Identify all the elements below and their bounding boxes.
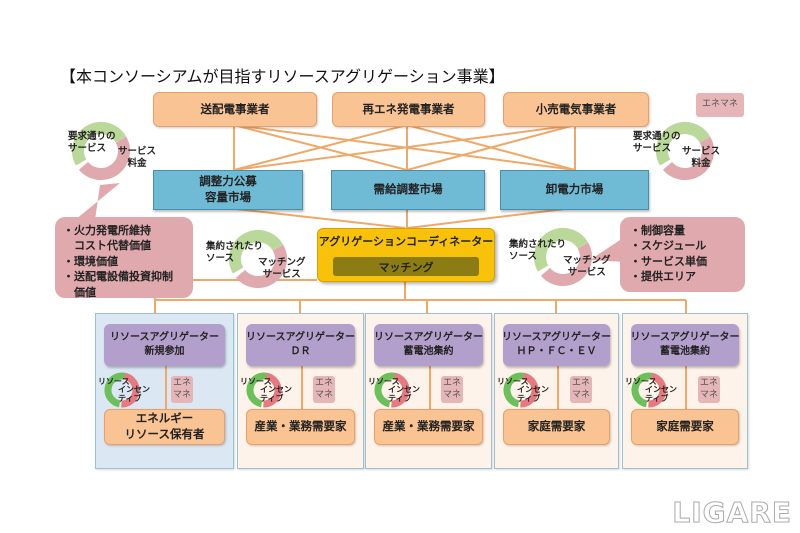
cycle-arrow-icon	[229, 230, 287, 288]
incentive-label: インセン ティブ	[645, 385, 677, 403]
enemane-badge: エネ マネ	[313, 376, 335, 403]
incentive-label: インセン ティブ	[118, 385, 150, 403]
cycle-label-matching: マッチング サービス	[563, 255, 611, 278]
cycle-arrow-icon	[631, 372, 667, 408]
matching-label: マッチング	[333, 257, 479, 276]
page-title: 【本コンソーシアムが目指すリソースアグリゲーション事業】	[60, 67, 505, 86]
aggregation-coordinator: アグリゲーションコーディネーター マッチング	[317, 228, 495, 282]
customer-box: エネルギー リソース保有者	[104, 409, 225, 445]
cycle-label-service: 要求通りの サービス	[633, 131, 681, 154]
connector-line	[556, 366, 559, 410]
left-value-callout: ・火力発電所維持 コスト代替価値・環境価値・送配電設備投資抑制 価値	[55, 217, 193, 299]
cycle-arrow-icon	[246, 372, 282, 408]
market-balancing-capacity: 調整力公募 容量市場	[153, 170, 303, 210]
cycle-label-resource: 集約されたり ソース	[206, 241, 264, 264]
info-item: ・スケジュール	[630, 239, 707, 253]
connector-line	[428, 366, 431, 410]
connector-line	[685, 366, 687, 410]
cycle-arrow-icon	[534, 228, 592, 286]
enemane-badge: エネ マネ	[698, 376, 720, 403]
value-item: ・環境価値	[63, 254, 118, 268]
enemane-badge: エネ マネ	[441, 376, 463, 403]
resource-label: リソース	[240, 377, 272, 386]
cycle-arrow-icon	[503, 372, 539, 408]
enemane-badge: エネ マネ	[570, 376, 592, 403]
entity-renewable-generator: 再エネ発電事業者	[332, 92, 485, 127]
coordinator-title: アグリゲーションコーディネーター	[318, 235, 494, 248]
resource-aggregator-box: リソースアグリゲーター 蓄電池集約	[631, 324, 740, 366]
enemane-badge: エネ マネ	[171, 376, 193, 403]
resource-aggregator-box: リソースアグリゲーター 蓄電池集約	[374, 324, 483, 366]
entity-retail-electricity: 小売電気事業者	[503, 92, 649, 127]
market-wholesale: 卸電力市場	[500, 170, 649, 210]
connector-line	[300, 366, 303, 410]
cycle-arrow-icon	[72, 122, 130, 180]
cycle-label-resource: 集約されたり ソース	[509, 239, 567, 262]
cycle-arrow-icon	[374, 372, 410, 408]
aggregator-column: リソースアグリゲーター ＨＰ・ＦＣ・ＥＶ リソース インセン ティブ エネ マネ…	[494, 313, 619, 469]
info-item: ・提供エリア	[630, 270, 696, 284]
cycle-label-matching: マッチング サービス	[258, 257, 306, 280]
aggregator-column: リソースアグリゲーター 蓄電池集約 リソース インセン ティブ エネ マネ 産業…	[365, 313, 492, 469]
ligare-logo: LIGARE	[672, 496, 792, 530]
cycle-label-service: 要求通りの サービス	[68, 131, 116, 154]
right-info-callout: ・制御容量・スケジュール・サービス単価・提供エリア	[620, 217, 745, 292]
resource-label: リソース	[497, 377, 529, 386]
incentive-label: インセン ティブ	[517, 385, 549, 403]
aggregator-column: リソースアグリゲーター 新規参加 リソース インセン ティブ エネ マネ エネル…	[95, 313, 234, 469]
legend-enemane: エネマネ	[696, 93, 744, 117]
incentive-label: インセン ティブ	[388, 385, 420, 403]
resource-label: リソース	[98, 377, 130, 386]
aggregator-column: リソースアグリゲーター ＤＲ リソース インセン ティブ エネ マネ 産業・業務…	[237, 313, 364, 469]
cycle-label-fee: サービス 料金	[682, 146, 721, 169]
resource-aggregator-box: リソースアグリゲーター ＨＰ・ＦＣ・ＥＶ	[502, 324, 611, 366]
info-item: ・制御容量	[630, 224, 685, 237]
resource-aggregator-box: リソースアグリゲーター ＤＲ	[246, 324, 355, 366]
resource-aggregator-box: リソースアグリゲーター 新規参加	[104, 324, 225, 366]
customer-box: 産業・業務需要家	[246, 409, 355, 445]
customer-box: 家庭需要家	[503, 409, 610, 445]
resource-label: リソース	[368, 377, 400, 386]
customer-box: 産業・業務需要家	[374, 409, 483, 445]
incentive-label: インセン ティブ	[260, 385, 292, 403]
connector-line	[164, 366, 167, 410]
cycle-label-fee: サービス 料金	[118, 146, 157, 169]
entity-transmission-operator: 送配電事業者	[153, 92, 317, 127]
aggregator-column: リソースアグリゲーター 蓄電池集約 リソース インセン ティブ エネ マネ 家庭…	[622, 313, 748, 469]
value-item: ・火力発電所維持 コスト代替価値	[63, 224, 151, 253]
resource-label: リソース	[625, 377, 657, 386]
cycle-arrow-icon	[104, 372, 140, 408]
customer-box: 家庭需要家	[631, 409, 739, 445]
value-item: ・送配電設備投資抑制 価値	[63, 270, 173, 299]
market-supply-demand: 需給調整市場	[331, 170, 485, 210]
cycle-arrow-icon	[656, 122, 714, 180]
info-item: ・サービス単価	[630, 254, 707, 268]
